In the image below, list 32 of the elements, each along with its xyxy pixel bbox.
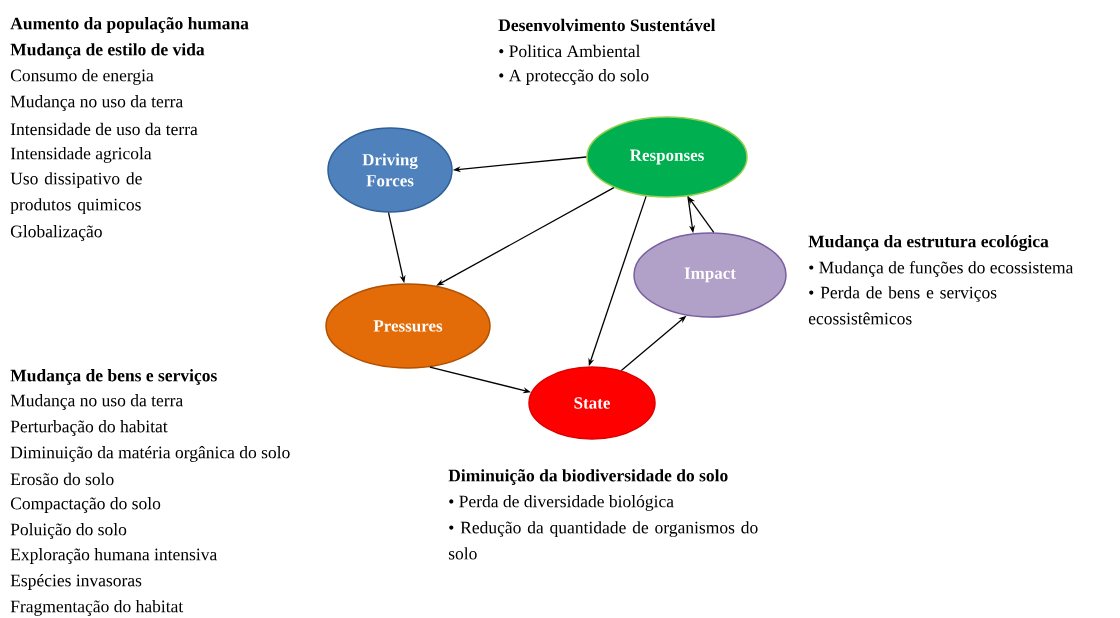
heading-text: Mudança de estilo de vida xyxy=(10,43,205,59)
list-text: Mudança no uso da terra xyxy=(10,394,183,410)
list-text: Fragmentação do habitat xyxy=(10,600,184,616)
list-text: • Perda de diversidade biológica xyxy=(449,495,674,511)
heading-text: Mudança da estrutura ecológica xyxy=(808,235,1049,251)
list-text: Mudança no uso da terra xyxy=(10,95,183,111)
heading-text: Diminuição da biodiversidade do solo xyxy=(448,469,728,485)
ellipse-node: Impact xyxy=(633,232,787,318)
list-text: Erosão do solo xyxy=(10,472,114,486)
ellipse-node: Pressures xyxy=(325,283,491,369)
list-text: Intensidade agricola xyxy=(10,147,152,163)
list-text: Consumo de energia xyxy=(10,69,154,85)
list-text: • Mudança de funções do ecossistema xyxy=(809,260,1074,278)
list-text: Perturbação do habitat xyxy=(10,420,168,436)
heading-text: Aumento da população humana xyxy=(10,17,249,33)
list-text: Diminuição da matéria orgânica do solo xyxy=(10,446,290,462)
list-text: Exploração humana intensiva xyxy=(10,548,217,564)
list-text: Globalização xyxy=(10,225,102,241)
ellipse-node: State xyxy=(528,366,656,440)
list-text: Uso dissipativo de produtos quimicos xyxy=(10,172,142,215)
heading-text: Desenvolvimento Sustentável xyxy=(498,18,716,32)
ellipse-node: Driving Forces xyxy=(327,127,453,213)
list-text: • Politica Ambiental xyxy=(499,44,641,58)
heading-text: Mudança de bens e serviços xyxy=(10,369,217,385)
list-text: Poluição do solo xyxy=(10,523,127,539)
list-text: Intensidade de uso da terra xyxy=(10,122,198,136)
list-text: • A protecção do solo xyxy=(499,69,649,85)
list-text: Compactação do solo xyxy=(10,497,161,513)
list-text: • Perda de bens e serviços ecossistêmicos xyxy=(808,286,997,325)
ellipse-node: Responses xyxy=(586,116,748,198)
list-text: Espécies invasoras xyxy=(10,574,142,590)
list-text: • Redução da quantidade de organismos do solo xyxy=(448,521,758,560)
